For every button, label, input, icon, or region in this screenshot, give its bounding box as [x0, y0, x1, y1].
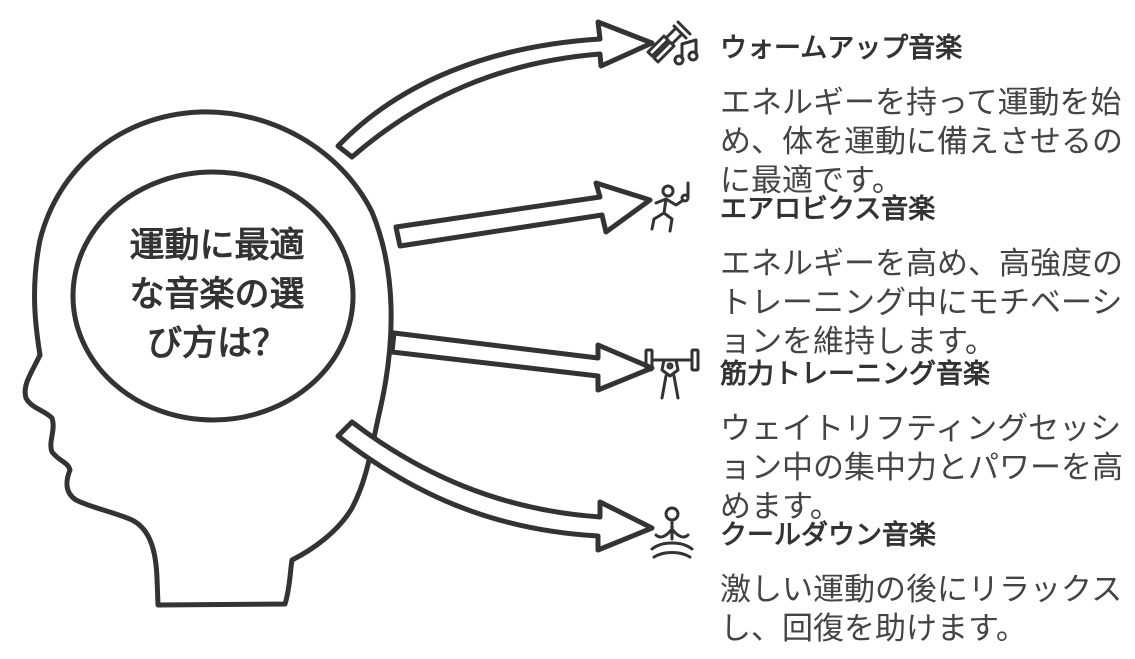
item-description: エネルギーを持って運動を始 め、体を運動に備えさせるの に最適です。	[720, 84, 1123, 201]
desc-line: し、回復を助けます。	[720, 611, 1027, 647]
center-line: び方は？	[146, 324, 287, 364]
center-question: 運動に最適 な音楽の選 び方は？	[92, 222, 342, 369]
desc-line: エネルギーを高め、高強度の	[720, 246, 1123, 282]
arrow-aerobics	[393, 180, 653, 249]
desc-line: 激しい運動の後にリラックス	[720, 572, 1123, 608]
item-title: 筋力トレーニング音楽	[720, 359, 990, 390]
item-title: ウォームアップ音楽	[720, 33, 963, 64]
desc-line: ウェイトリフティングセッシ	[720, 411, 1122, 447]
thought-circle	[70, 169, 356, 423]
item-title: エアロビクス音楽	[720, 194, 936, 225]
arrow-warmup	[335, 19, 655, 160]
weightlifter-icon	[644, 348, 700, 400]
dumbbell-music-icon	[646, 20, 699, 66]
dancer-music-icon	[650, 181, 690, 233]
desc-line: めます。	[720, 489, 841, 525]
meditation-icon	[650, 506, 694, 559]
desc-line: トレーニング中にモチベーシ	[720, 285, 1123, 321]
item-description: ウェイトリフティングセッシ ョン中の集中力とパワーを高 めます。	[720, 410, 1123, 527]
item-title: クールダウン音楽	[720, 520, 936, 551]
arrow-strength	[389, 330, 655, 393]
center-line: な音楽の選	[129, 275, 305, 315]
center-line: 運動に最適	[129, 226, 305, 266]
desc-line: め、体を運動に備えさせるの	[720, 124, 1123, 160]
desc-line: ョンを維持します。	[720, 324, 996, 360]
arrow-cooldown	[335, 419, 655, 553]
item-description: エネルギーを高め、高強度の トレーニング中にモチベーシ ョンを維持します。	[720, 245, 1123, 362]
desc-line: エネルギーを持って運動を始	[720, 85, 1122, 121]
desc-line: ョン中の集中力とパワーを高	[720, 450, 1123, 486]
item-description: 激しい運動の後にリラックス し、回復を助けます。	[720, 571, 1122, 649]
desc-line: に最適です。	[720, 163, 903, 199]
